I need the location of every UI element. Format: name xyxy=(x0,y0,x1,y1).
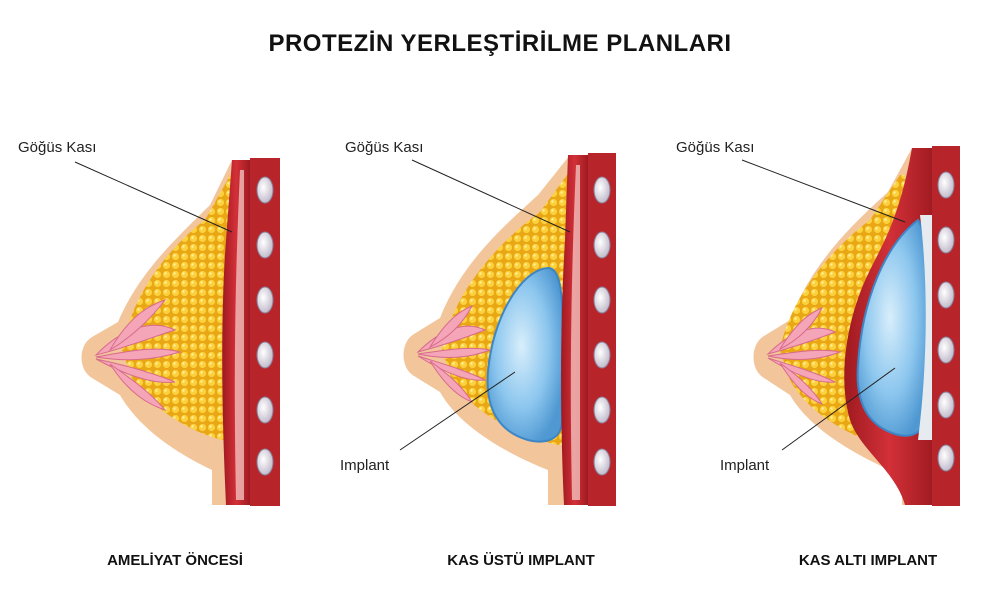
ribs xyxy=(937,171,955,472)
rib-cage xyxy=(588,153,616,506)
implant-leader-line xyxy=(781,367,896,451)
caption-before-surgery: AMELİYAT ÖNCESİ xyxy=(107,552,243,569)
panel-subglandular-implant: Göğüs Kası Implant KAS ÜSTÜ IMPLANT xyxy=(340,139,616,569)
panel-before-surgery: Göğüs Kası AMELİYAT ÖNCESİ xyxy=(18,139,280,569)
muscle-leader-line xyxy=(411,159,571,233)
panel-submuscular-implant: Göğüs Kası Implant KAS ALTI IMPLANT xyxy=(676,139,960,569)
mammary-glands xyxy=(766,307,842,406)
muscle-leader-line xyxy=(741,159,906,223)
mammary-glands xyxy=(94,299,182,412)
muscle-label: Göğüs Kası xyxy=(18,139,96,156)
mammary-glands xyxy=(416,305,492,404)
implant-label: Implant xyxy=(720,457,770,474)
muscle-label: Göğüs Kası xyxy=(345,139,423,156)
ribs xyxy=(256,176,274,476)
muscle-label: Göğüs Kası xyxy=(676,139,754,156)
caption-subglandular-implant: KAS ÜSTÜ IMPLANT xyxy=(447,552,595,569)
ribs xyxy=(593,176,611,476)
page-title: PROTEZİN YERLEŞTİRİLME PLANLARI xyxy=(268,30,732,57)
muscle-leader-line xyxy=(74,161,233,233)
implant-label: Implant xyxy=(340,457,390,474)
caption-submuscular-implant: KAS ALTI IMPLANT xyxy=(799,552,937,569)
rib-cage xyxy=(250,158,280,506)
implant-leader-line xyxy=(399,371,516,451)
